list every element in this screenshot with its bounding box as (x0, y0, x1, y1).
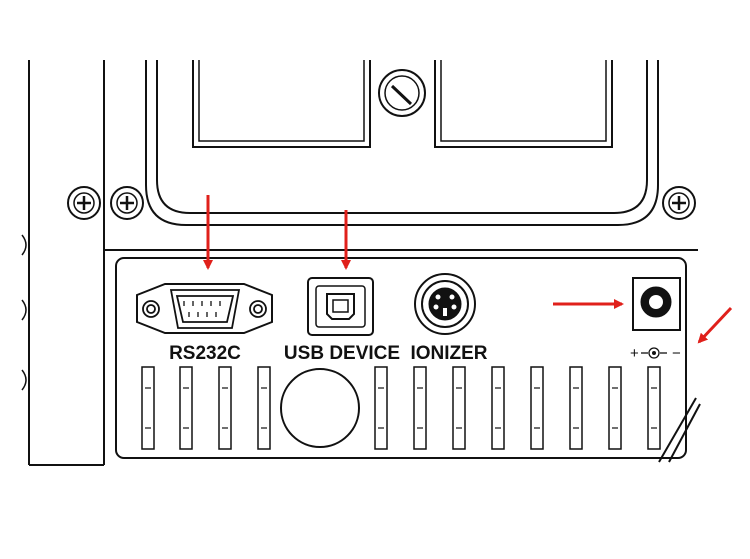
rs232c-port-icon[interactable] (136, 283, 273, 334)
ventilation-slots (141, 366, 661, 450)
ionizer-connector-icon[interactable] (414, 273, 476, 335)
vent-slot (530, 366, 544, 450)
rs232c-label: RS232C (169, 343, 241, 364)
polarity-symbol-icon: + − (630, 345, 681, 362)
screw-icon (662, 186, 696, 220)
screw-icon (110, 186, 144, 220)
knob-icon (378, 69, 426, 117)
vent-slot (452, 366, 466, 450)
dc-jack-icon[interactable] (632, 277, 681, 331)
screw-icon (67, 186, 101, 220)
round-cover (280, 368, 360, 448)
vent-slot (491, 366, 505, 450)
usb-b-port-icon[interactable] (307, 277, 374, 336)
vent-slot (569, 366, 583, 450)
usb-device-label: USB DEVICE (284, 343, 400, 364)
upper-windows (192, 60, 613, 148)
vent-slot (257, 366, 271, 450)
power-cable (658, 397, 701, 463)
vent-slot (141, 366, 155, 450)
vent-slot (413, 366, 427, 450)
ionizer-label: IONIZER (410, 343, 487, 364)
vent-slot (608, 366, 622, 450)
vent-slot (179, 366, 193, 450)
left-frame (21, 60, 105, 466)
indicator-arrows (203, 195, 733, 344)
upper-housing (104, 60, 698, 251)
connector-panel (115, 257, 687, 459)
polarity-plus: + (630, 345, 639, 362)
vent-slot (374, 366, 388, 450)
polarity-minus: − (672, 345, 681, 362)
vent-slot (647, 366, 661, 450)
vent-slot (218, 366, 232, 450)
arrow-icon (697, 306, 733, 344)
